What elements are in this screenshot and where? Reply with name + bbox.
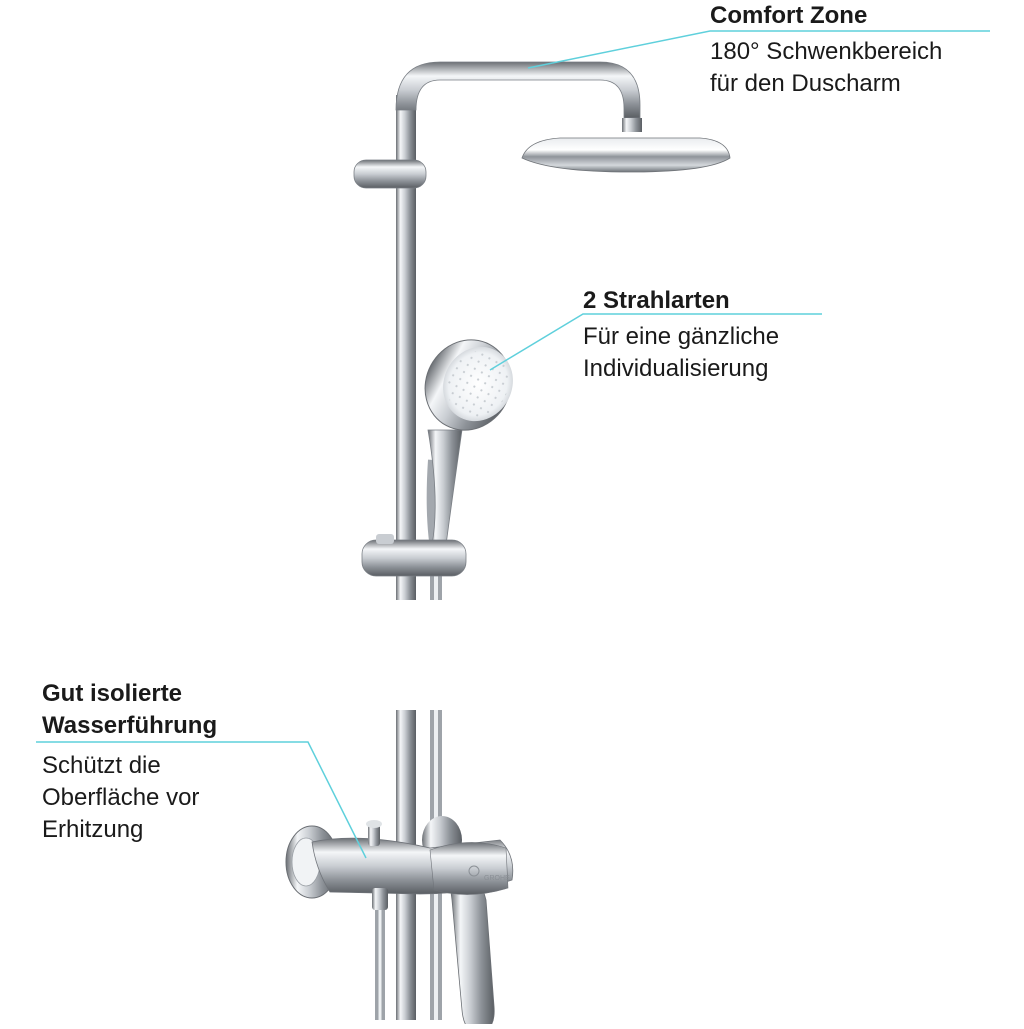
- leader-lines: [36, 30, 990, 859]
- callout-description-line: für den Duscharm: [710, 70, 901, 97]
- hand-shower-holder: [361, 534, 467, 577]
- overhead-shower-head: [521, 118, 731, 173]
- wasserfuehrung-leader: [36, 741, 367, 859]
- callout-description-line: Erhitzung: [42, 816, 144, 843]
- callout-description-line: Für eine gänzliche: [583, 323, 780, 350]
- callout-comfort-zone: Comfort Zone 180° Schwenkbereich für den…: [710, 0, 942, 100]
- hand-shower: [424, 339, 513, 546]
- callout-strahlarten: 2 Strahlarten Für eine gänzliche Individ…: [583, 285, 779, 385]
- callout-description-line: Oberfläche vor: [42, 784, 200, 811]
- callout-title-line: Gut isolierte: [42, 680, 183, 707]
- callout-wasserfuehrung: Gut isolierte Wasserführung Schützt die …: [42, 678, 217, 846]
- callout-description-line: 180° Schwenkbereich: [710, 38, 943, 65]
- rail-upper-bracket: [353, 159, 427, 189]
- callout-description-line: Individualisierung: [583, 355, 769, 382]
- strahlarten-leader: [489, 313, 822, 371]
- grohe-logo: GROHE: [484, 875, 510, 882]
- callout-description-line: Schützt die: [42, 752, 161, 779]
- shower-mixer: GROHE: [285, 816, 514, 1029]
- callout-title-line: Wasserführung: [42, 712, 218, 739]
- comfort-zone-leader: [527, 30, 990, 69]
- callout-title: Comfort Zone: [710, 2, 868, 29]
- callout-title: 2 Strahlarten: [583, 287, 730, 314]
